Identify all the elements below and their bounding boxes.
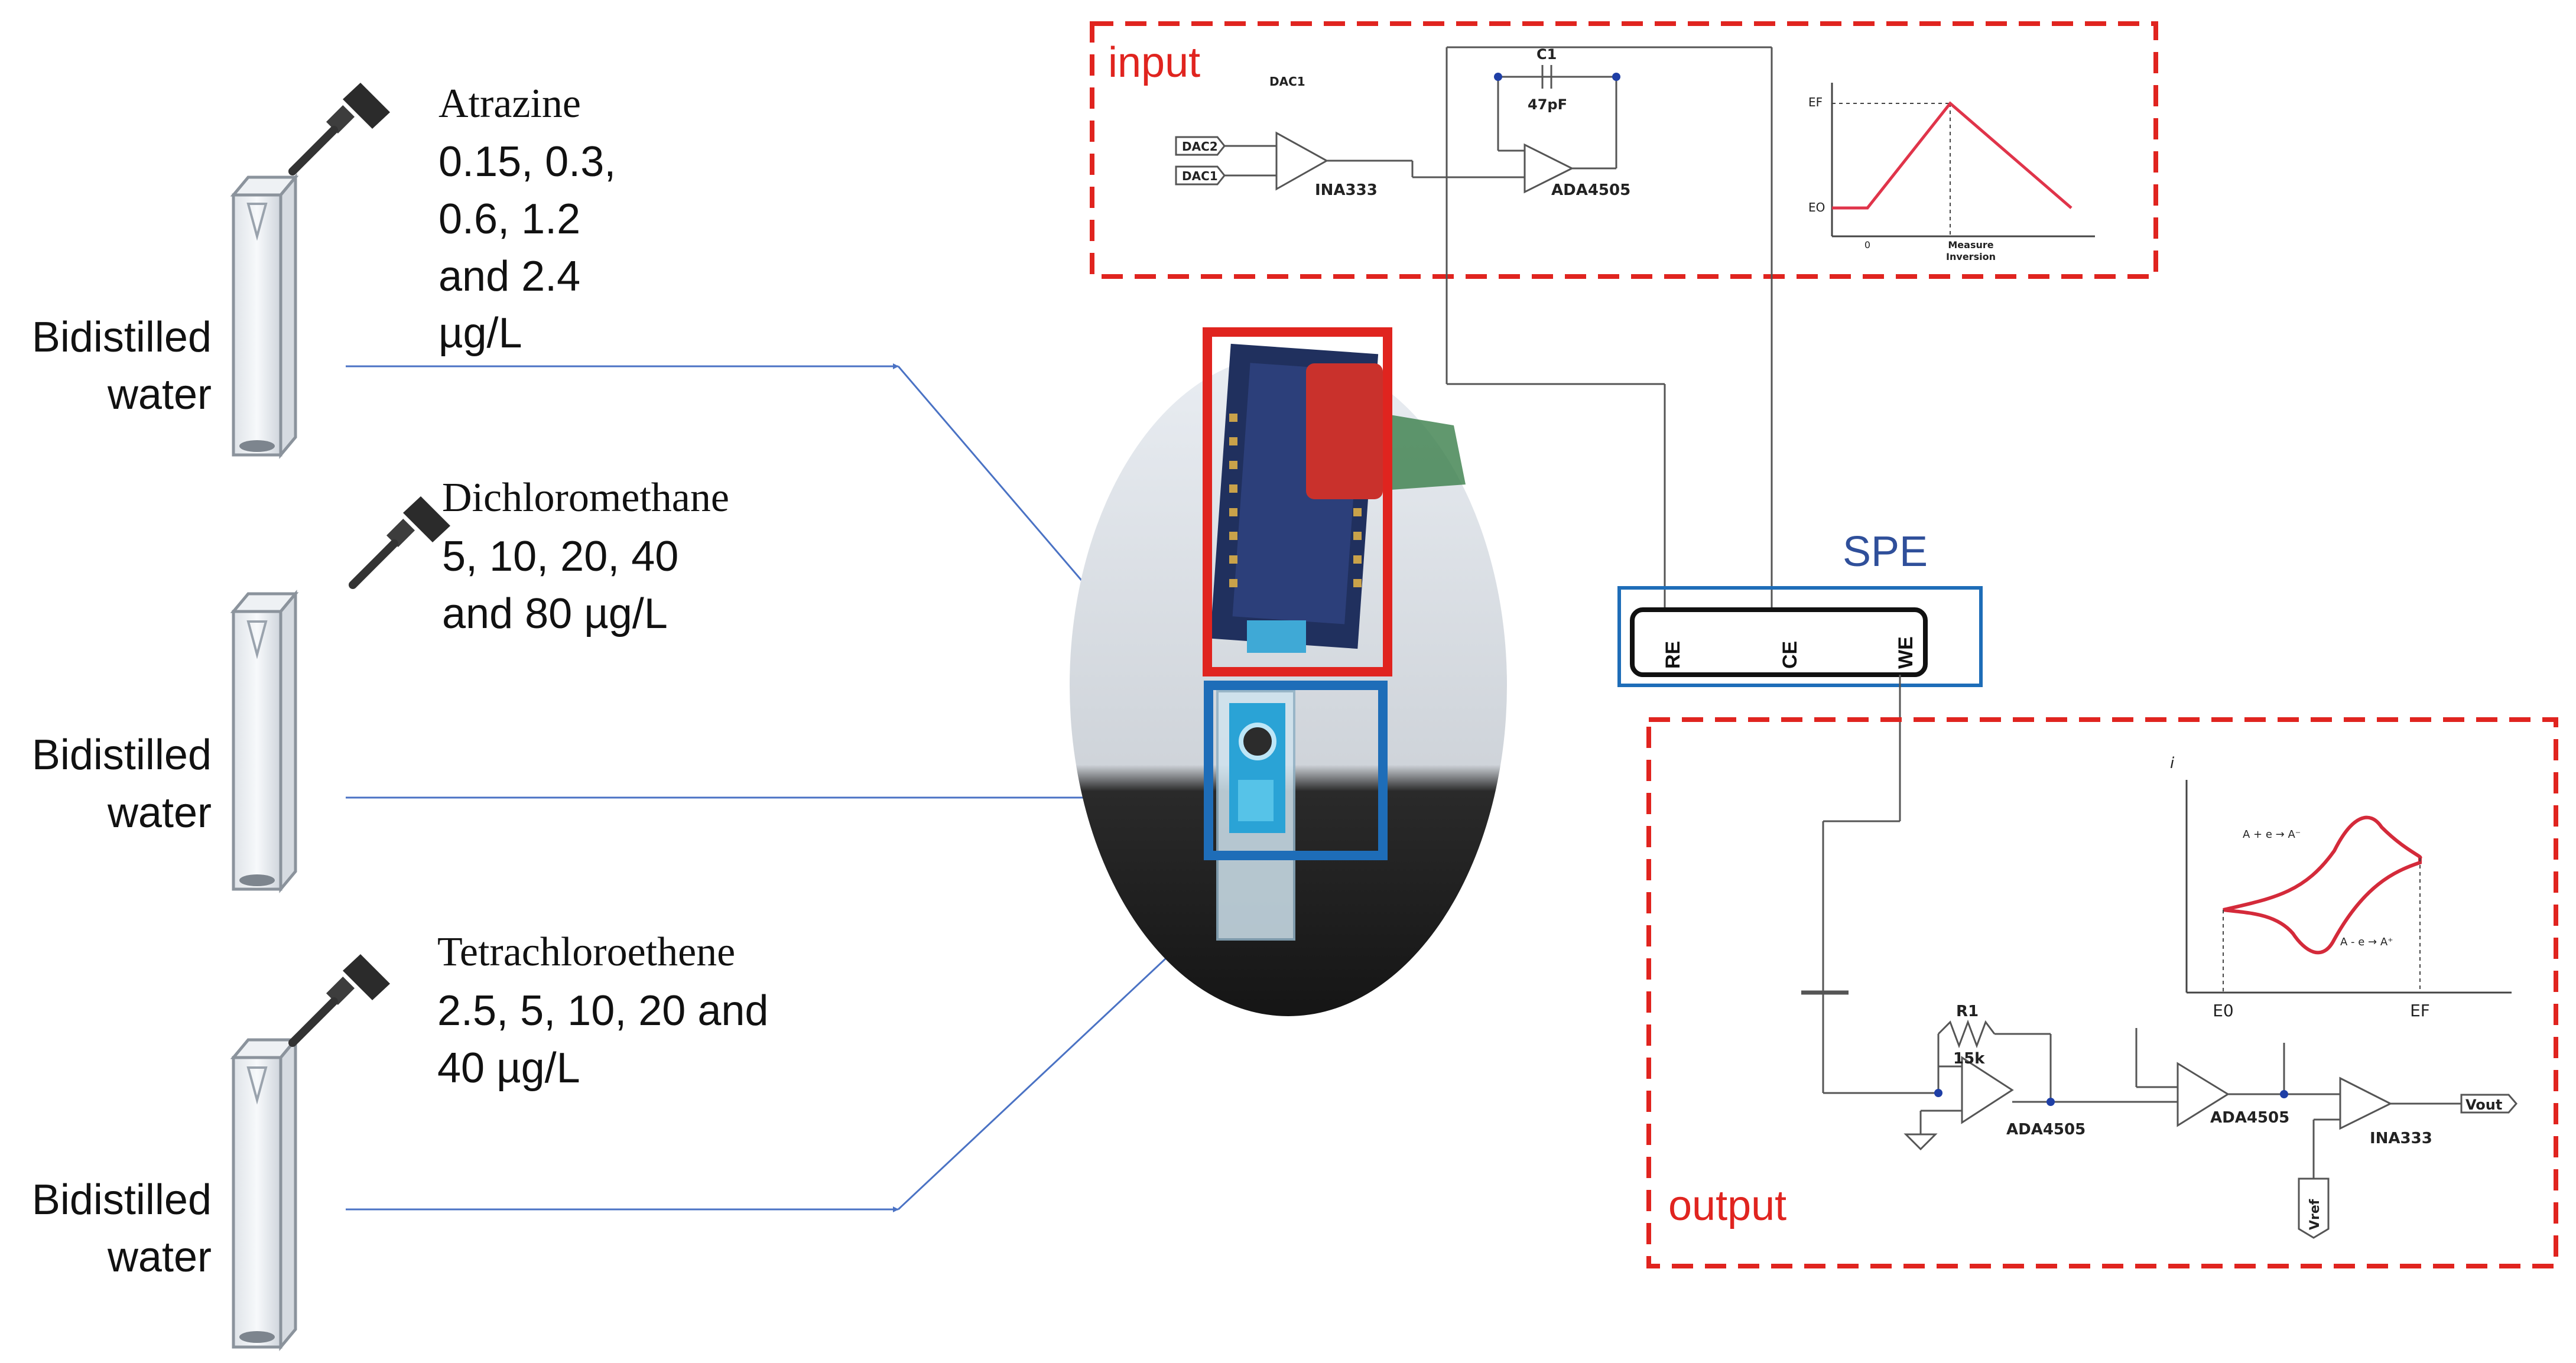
electrode-ce: CE [1779,641,1801,669]
amp-ina333-output: INA333 [2370,1130,2432,1147]
arrow-3-diagonal [897,912,1216,1211]
solvent-label-3a: Bidistilled [32,1176,212,1224]
concentration-1-line-3: and 2.4 [438,253,580,300]
input-dac-label: DAC1 [1269,74,1305,89]
solvent-label-2a: Bidistilled [32,731,212,779]
output-wiring [1801,990,2517,1239]
solvent-label-3b: water [107,1234,212,1281]
svg-text:EO: EO [1808,200,1825,214]
spe-electrode-strip [1630,607,1928,677]
vout-label: Vout [2465,1097,2502,1113]
cuvette-3 [230,1036,299,1351]
svg-text:EF: EF [1808,95,1823,109]
amp-ada4505-output-2: ADA4505 [2210,1109,2289,1127]
output-block: output i A + e → A⁻ A - e → A⁺ E0 EF [1646,717,2558,1268]
concentration-1-line-2: 0.6, 1.2 [438,196,580,243]
svg-text:Inversion: Inversion [1946,251,1996,262]
capacitor-name: C1 [1536,46,1557,63]
concentration-1-line-4: µg/L [438,310,522,357]
svg-text:E0: E0 [2213,1001,2234,1020]
compound-name-2: Dichloromethane [442,475,729,521]
input-title: input [1108,39,1200,86]
svg-text:0: 0 [1864,239,1870,251]
electrode-re: RE [1662,641,1684,669]
spe-block: SPE RE CE WE [1617,528,1983,993]
red-connector [1306,363,1383,499]
concentration-1-line-1: 0.15, 0.3, [438,138,616,186]
compound-name-1: Atrazine [438,81,581,126]
input-pin-dac1: DAC1 [1175,165,1226,186]
output-voltammogram: i A + e → A⁻ A - e → A⁺ E0 EF [2170,754,2512,1020]
compound-name-3: Tetrachloroethene [437,929,735,975]
dropper-3-icon [288,954,390,1047]
spe-frame [1617,586,1983,687]
photo-input-highlight [1203,327,1392,676]
svg-text:i: i [2170,754,2175,772]
output-frame [1646,717,2558,1268]
capacitor-value: 47pF [1528,96,1567,113]
input-wiring [1224,46,1773,644]
dropper-2-icon [349,496,450,589]
input-waveform: EF EO 0 Measure Inversion [1808,83,2095,262]
board-header-pins [1229,414,1362,587]
device-photo [1070,327,1507,1016]
resistor-value: 15k [1953,1050,1985,1068]
spe-title: SPE [1843,528,1928,575]
solvent-label-2b: water [107,789,212,837]
svg-text:A - e → A⁺: A - e → A⁺ [2340,936,2393,948]
input-block: input DAC1 DAC2 DAC1 [1090,21,2158,644]
sample-3: Bidistilled water Tetrachloroethene 2.5,… [32,929,768,1351]
dropper-1-icon [288,83,390,175]
input-pin-dac2: DAC2 [1175,136,1226,156]
svg-text:EF: EF [2410,1001,2430,1020]
electrode-we: WE [1895,636,1917,669]
cuvette-1 [230,173,299,459]
cuvette-2 [230,590,299,893]
sample-1: Bidistilled water Atrazine 0.15, 0.3, 0.… [32,81,616,459]
solvent-label-1b: water [107,371,212,418]
concentration-3-line-2: 40 µg/L [437,1045,580,1092]
svg-text:DAC1: DAC1 [1182,169,1218,183]
sample-arrows [346,363,1216,1212]
photo-spe-highlight [1204,681,1388,860]
concentration-3-line-1: 2.5, 5, 10, 20 and [437,987,768,1035]
amp-ina333-input: INA333 [1315,181,1378,199]
svg-text:A + e → A⁻: A + e → A⁻ [2243,828,2301,841]
concentration-2-line-1: 5, 10, 20, 40 [442,533,678,580]
amp-ada4505-input: ADA4505 [1551,181,1630,199]
output-title: output [1668,1182,1786,1229]
sample-2: Bidistilled water Dichloromethane 5, 10,… [32,475,729,893]
amp-ada4505-output-1: ADA4505 [2006,1121,2086,1138]
resistor-name: R1 [1956,1003,1979,1020]
concentration-2-line-2: and 80 µg/L [442,590,668,637]
solvent-label-1a: Bidistilled [32,314,212,361]
svg-text:Measure: Measure [1948,239,1993,251]
vref-label: Vref [2308,1199,2322,1230]
svg-text:DAC2: DAC2 [1182,139,1218,154]
input-frame [1090,21,2158,279]
